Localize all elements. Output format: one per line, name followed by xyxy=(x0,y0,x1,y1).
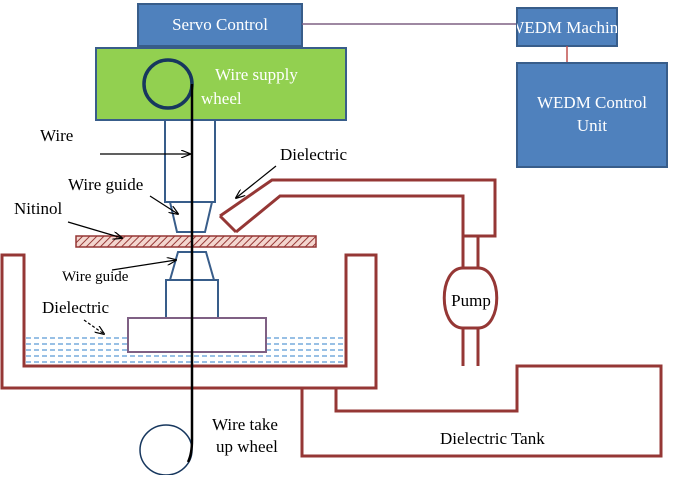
take-up-line2: up wheel xyxy=(216,437,278,456)
wire-supply-line2: wheel xyxy=(201,89,242,108)
pump-label: Pump xyxy=(451,291,491,310)
wire-supply-box xyxy=(95,47,347,121)
wedm-control-unit-line1: WEDM Control xyxy=(537,93,647,112)
upper-column xyxy=(164,119,216,203)
wire-guide-bottom-label: Wire guide xyxy=(62,269,129,285)
dielectric-tank-outline xyxy=(2,255,661,455)
take-up-line1: Wire take xyxy=(212,415,278,434)
tank-boundary xyxy=(0,253,663,458)
servo-control-label: Servo Control xyxy=(172,15,268,34)
wire-guide-bottom-arrow xyxy=(111,260,176,271)
wire-to-take-up xyxy=(186,439,194,463)
wire-guide-top-arrow xyxy=(149,195,178,214)
nitinol-label: Nitinol xyxy=(14,199,62,218)
dielectric-fluid xyxy=(26,337,344,363)
dielectric-left-arrow xyxy=(83,319,104,334)
wedm-machine-label: WEDM Machine xyxy=(508,18,626,37)
servo-control-box xyxy=(137,3,303,47)
dielectric-pipe-inner xyxy=(235,194,480,238)
wire-label: Wire xyxy=(40,126,73,145)
wire-take-up-wheel xyxy=(139,424,193,476)
base-block xyxy=(127,317,267,353)
wedm-control-unit-line2: Unit xyxy=(577,116,608,135)
wire-guide-top-label: Wire guide xyxy=(68,175,143,194)
nozzle-tip xyxy=(218,214,238,234)
dielectric-tank-label: Dielectric Tank xyxy=(440,429,545,448)
dielectric-left-label: Dielectric xyxy=(42,298,109,317)
dielectric-top-label: Dielectric xyxy=(280,145,347,164)
nitinol-arrow xyxy=(67,221,122,238)
nitinol-workpiece xyxy=(75,235,317,248)
dielectric-top-arrow xyxy=(236,165,277,198)
wire-supply-line1: Wire supply xyxy=(215,65,298,84)
wedm-control-unit-box xyxy=(516,62,668,168)
